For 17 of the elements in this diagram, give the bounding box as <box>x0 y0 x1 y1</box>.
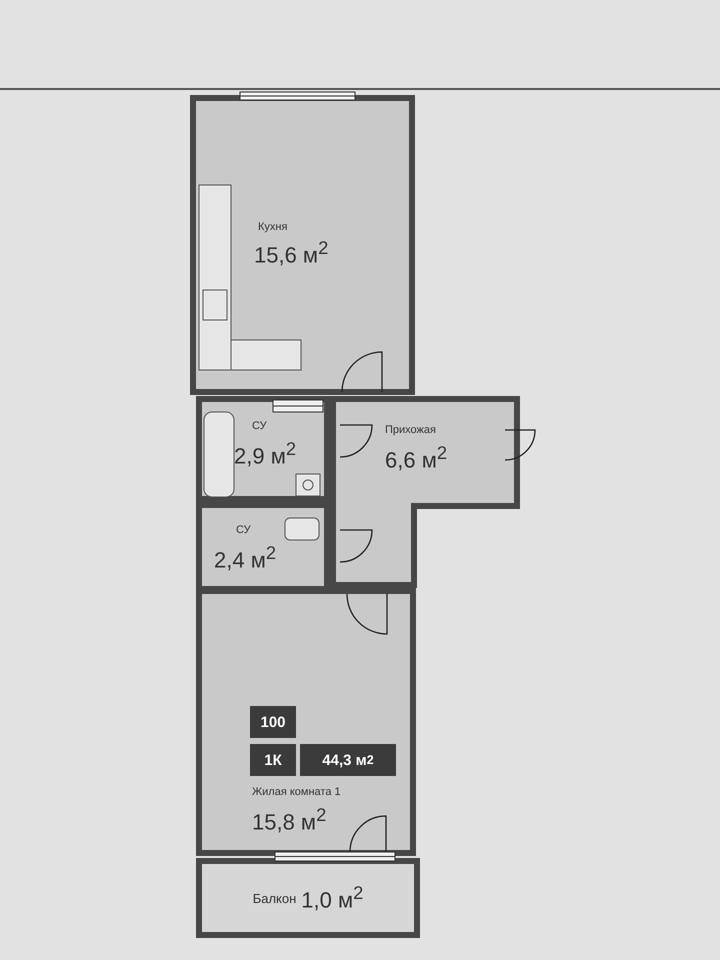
room-name: СУ <box>252 420 267 432</box>
room-name: Балкон <box>252 890 296 906</box>
room <box>196 588 416 856</box>
room-name: Кухня <box>258 221 288 233</box>
room-name: СУ <box>236 524 251 536</box>
room-area: 15,8 м$^{2}$ <box>252 804 326 836</box>
hallway-room <box>330 396 520 588</box>
room-area: 1,0 м$^{2}$ <box>301 882 364 914</box>
apartment-badge: 1К <box>250 744 296 776</box>
balcony-room <box>196 858 420 938</box>
room-area: 15,6 м$^{2}$ <box>254 237 328 268</box>
room-area: 2,4 м$^{2}$ <box>214 542 276 574</box>
room-area: 2,9 м$^{2}$ <box>234 438 296 470</box>
apartment-badge: 100 <box>250 706 296 738</box>
room-name: Прихожая <box>385 424 436 436</box>
room-name: Жилая комната 1 <box>252 786 341 798</box>
room-area: 6,6 м$^{2}$ <box>385 442 448 474</box>
